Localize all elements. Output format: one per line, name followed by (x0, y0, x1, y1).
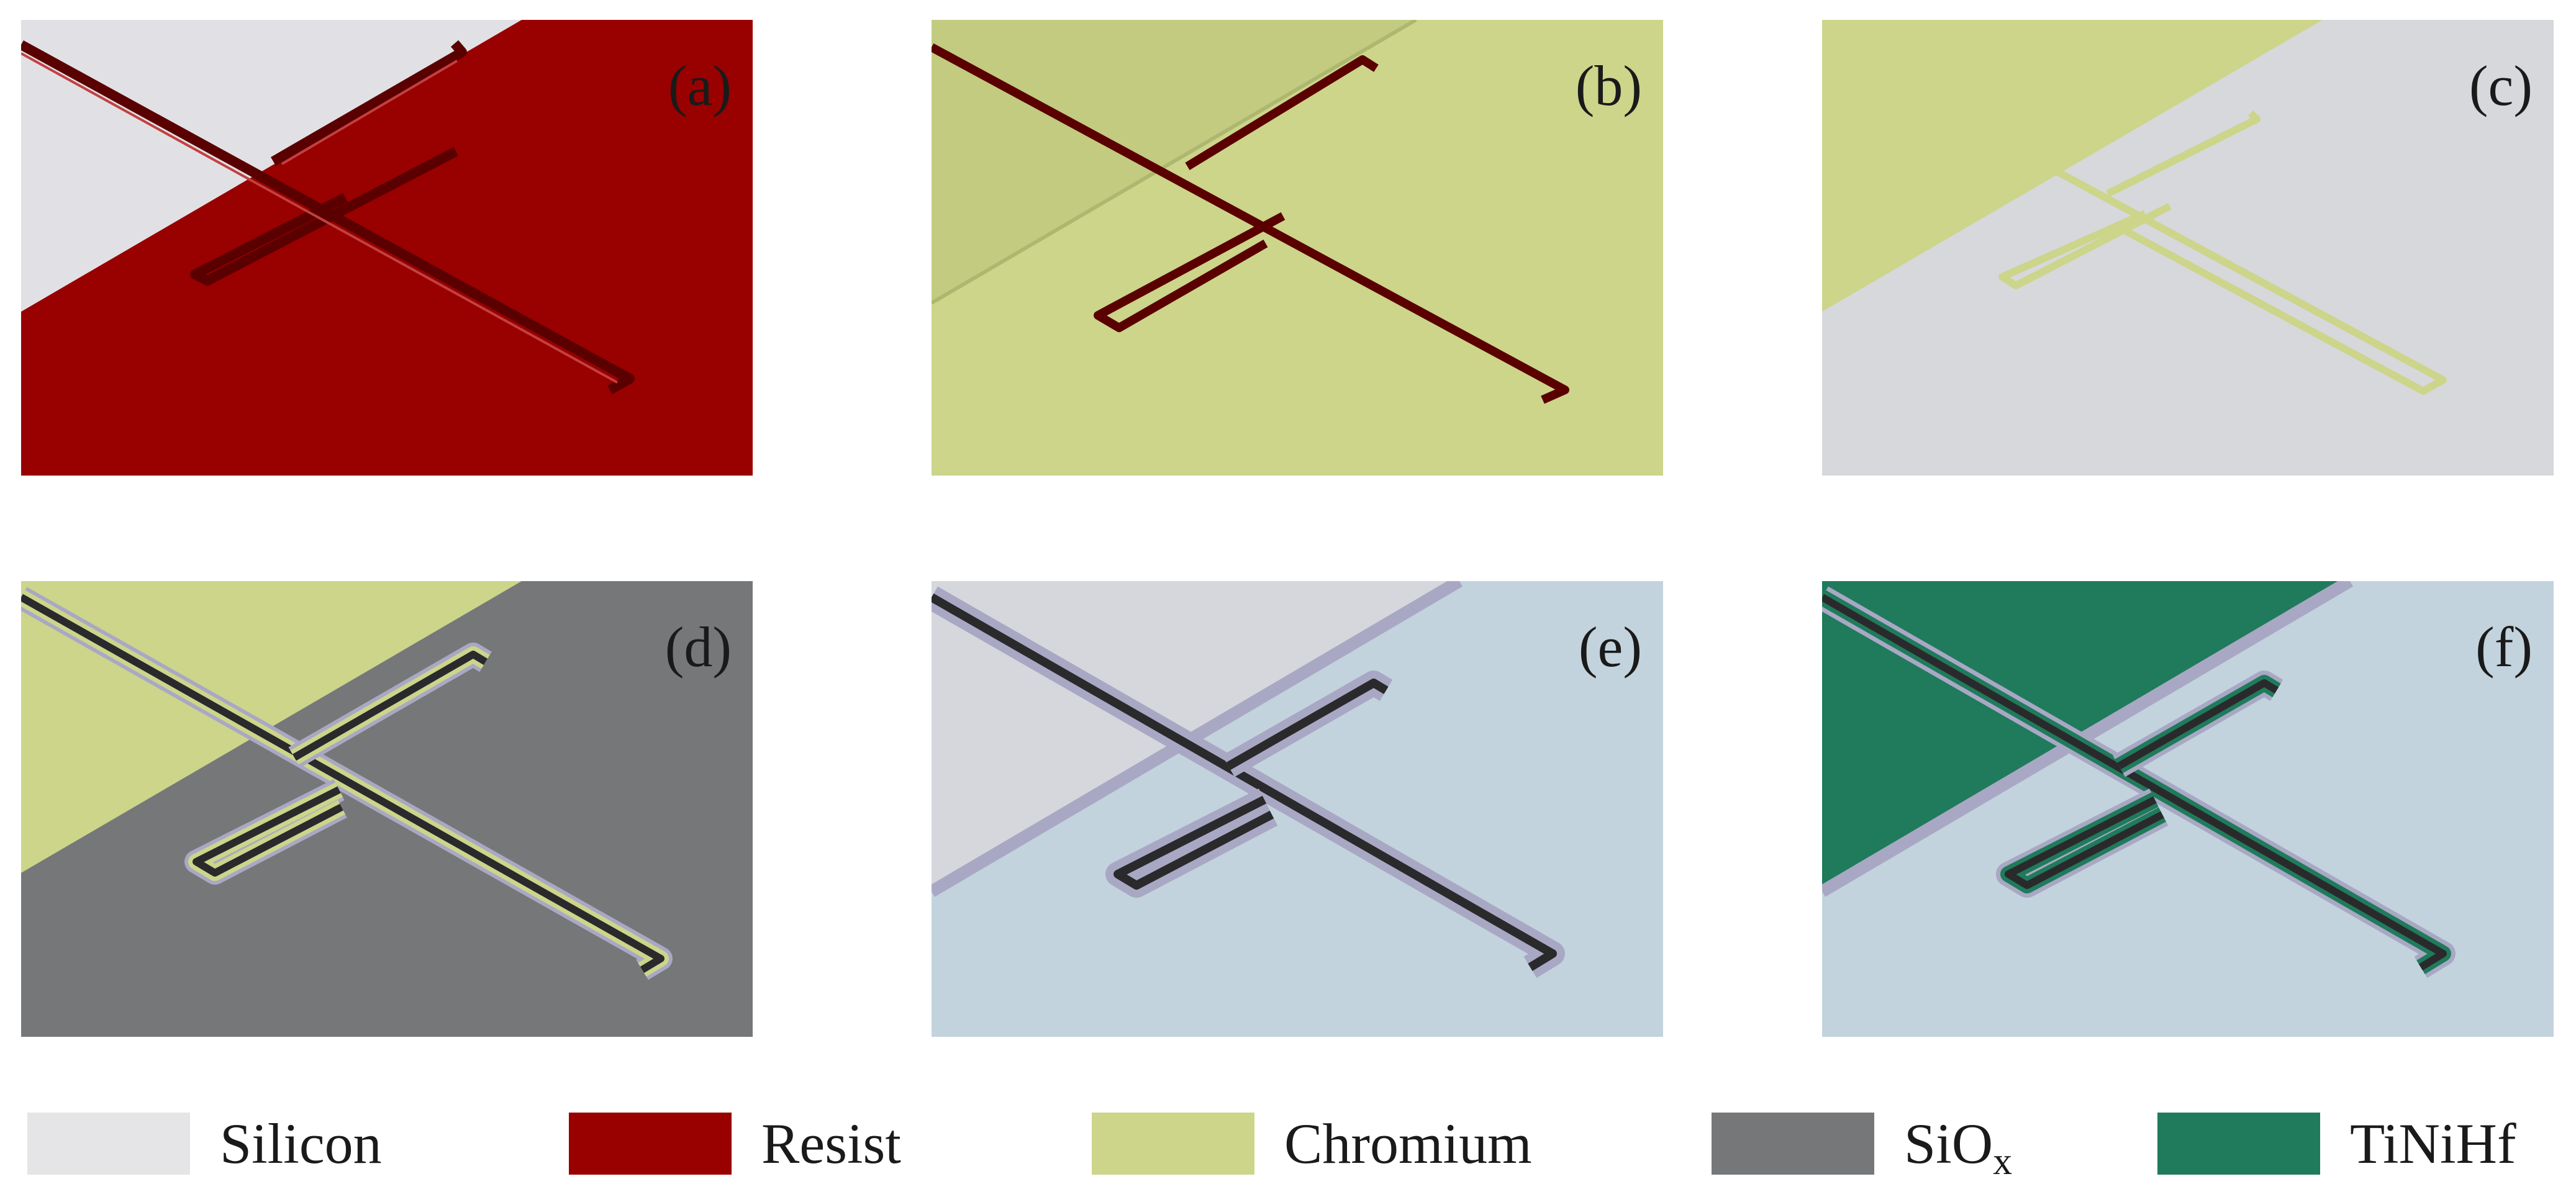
legend-label-silicon: Silicon (220, 1112, 382, 1175)
panel-f: (f) (1822, 581, 2554, 1037)
legend-item-tinihf: TiNiHf (2157, 1113, 2555, 1175)
panel-e-label: (e) (1578, 615, 1642, 679)
panel-c: (c) (1822, 20, 2554, 476)
legend-swatch-chromium (1092, 1113, 1254, 1175)
panel-d-illustration (21, 581, 753, 1037)
legend-label-chromium: Chromium (1284, 1112, 1532, 1175)
panel-a: (a) (21, 20, 753, 476)
panel-f-label: (f) (2475, 615, 2533, 679)
legend-item-chromium: Chromium (1092, 1113, 1651, 1175)
legend-item-resist: Resist (569, 1113, 1041, 1175)
panel-e-illustration (932, 581, 1663, 1037)
legend-swatch-tinihf (2157, 1113, 2320, 1175)
legend-label-siox-subscript: x (1993, 1141, 2013, 1183)
legend-swatch-resist (569, 1113, 732, 1175)
legend-item-siox: SiOx (1712, 1112, 2184, 1181)
panel-d-label: (d) (664, 615, 732, 679)
panel-b: (b) (932, 20, 1663, 476)
legend-label-resist: Resist (761, 1112, 901, 1175)
panel-b-label: (b) (1575, 54, 1642, 117)
legend-item-silicon: Silicon (27, 1113, 549, 1175)
panel-b-illustration (932, 20, 1663, 476)
legend-swatch-silicon (27, 1113, 190, 1175)
panel-e: (e) (932, 581, 1663, 1037)
panel-a-illustration (21, 20, 753, 476)
panel-c-label: (c) (2469, 54, 2533, 117)
legend-swatch-siox (1712, 1113, 1874, 1175)
legend-label-tinihf: TiNiHf (2350, 1112, 2516, 1175)
panel-d: (d) (21, 581, 753, 1037)
panel-a-label: (a) (668, 54, 732, 117)
legend-label-siox-base: SiO (1904, 1112, 1993, 1175)
panel-f-illustration (1822, 581, 2554, 1037)
legend-label-siox: SiOx (1904, 1112, 2012, 1181)
panel-c-illustration (1822, 20, 2554, 476)
